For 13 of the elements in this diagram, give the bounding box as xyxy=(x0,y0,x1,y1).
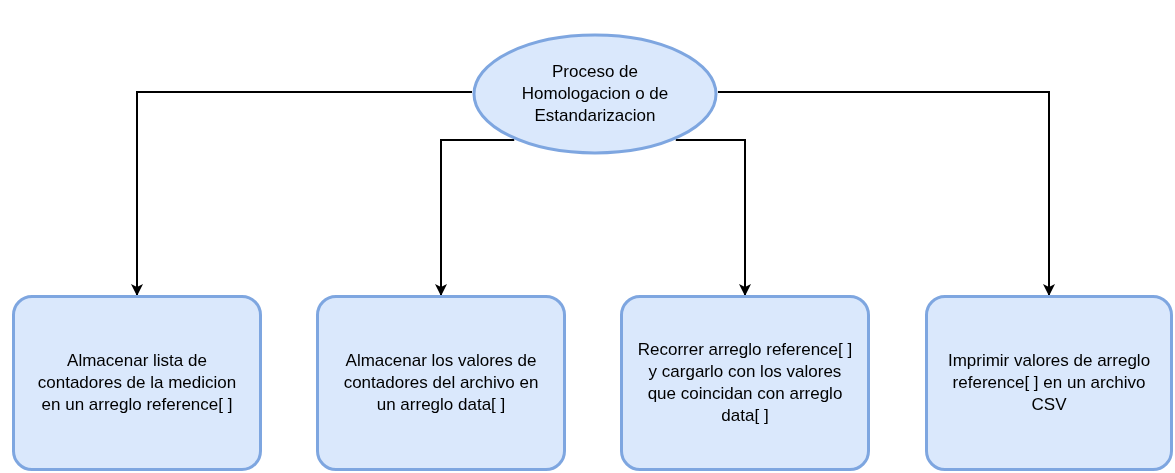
process-box xyxy=(925,295,1173,471)
node-text: Recorrer arreglo reference[ ] y cargarlo con los valores que coincidan con arreglo data[ ] xyxy=(637,339,853,427)
node-text: Almacenar los valores de contadores del archivo en un arreglo data[ ] xyxy=(342,350,540,416)
arrow xyxy=(435,139,516,296)
arrow xyxy=(674,139,751,296)
arrow xyxy=(131,91,474,296)
process-box xyxy=(316,295,566,471)
node-text: Proceso de Homologacion o de Estandarizacion xyxy=(520,61,670,127)
process-box xyxy=(12,295,262,471)
process-box xyxy=(620,295,870,471)
node-text: Imprimir valores de arreglo reference[ ] en un archivo CSV xyxy=(946,350,1152,416)
arrow xyxy=(716,91,1055,296)
node-text: Almacenar lista de contadores de la medicion en un arreglo reference[ ] xyxy=(36,350,238,416)
